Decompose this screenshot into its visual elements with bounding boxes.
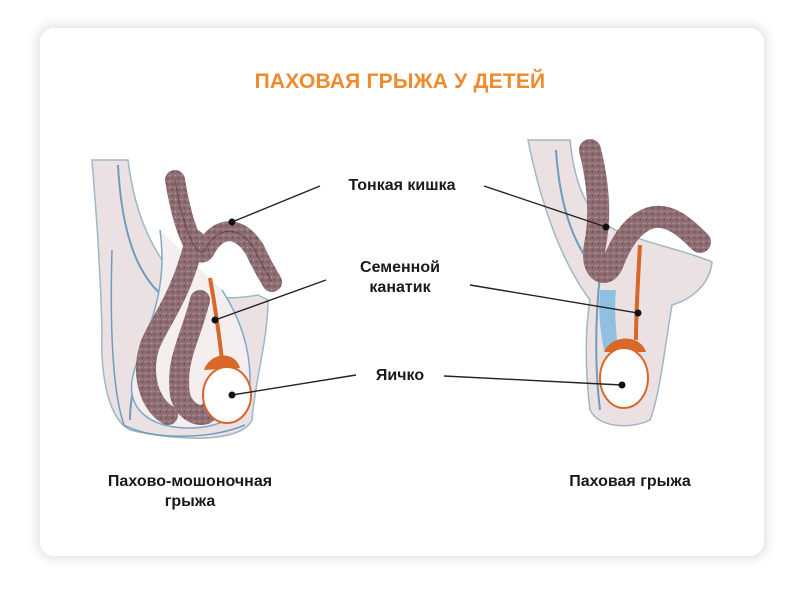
label-spermatic-cord: Семенной канатик xyxy=(330,258,470,298)
dot-cord-left xyxy=(211,316,219,324)
dot-intestine-left xyxy=(228,218,236,226)
leader-cord-right xyxy=(469,284,639,314)
dot-testicle-right xyxy=(618,381,626,389)
caption-left-line1: Пахово-мошоночная xyxy=(107,473,273,490)
label-spermatic-cord-line2: канатик xyxy=(369,279,431,296)
diagram-title: ПАХОВАЯ ГРЫЖА У ДЕТЕЙ xyxy=(254,70,546,93)
right-intestine xyxy=(579,139,711,283)
right-epididymis xyxy=(604,338,646,352)
leader-intestine-left xyxy=(231,185,321,223)
right-illustration xyxy=(527,139,713,427)
leader-intestine-right xyxy=(483,185,607,228)
left-illustration xyxy=(91,159,282,439)
right-spermatic-cord xyxy=(634,244,642,341)
label-spermatic-cord-line1: Семенной xyxy=(360,259,440,276)
dot-testicle-left xyxy=(228,391,236,399)
left-intestine-outline xyxy=(174,179,273,283)
caption-right: Паховая грыжа xyxy=(569,473,691,490)
caption-left: Пахово-мошоночная грыжа xyxy=(70,472,310,512)
left-testicle xyxy=(202,366,252,424)
dot-cord-right xyxy=(634,309,642,317)
leader-dots xyxy=(211,218,642,399)
right-fluid xyxy=(599,290,618,350)
right-testicle xyxy=(599,347,649,409)
leader-testicle-left xyxy=(231,374,357,396)
label-testicle: Яичко xyxy=(375,367,425,384)
caption-left-line2: грыжа xyxy=(164,493,216,510)
label-small-intestine: Тонкая кишка xyxy=(348,177,456,194)
leader-cord-left xyxy=(214,279,327,321)
leader-testicle-right xyxy=(443,375,623,386)
left-skin-line-2 xyxy=(110,249,246,437)
left-spermatic-cord xyxy=(208,277,224,361)
leader-lines xyxy=(214,185,639,396)
dot-intestine-right xyxy=(602,223,610,231)
